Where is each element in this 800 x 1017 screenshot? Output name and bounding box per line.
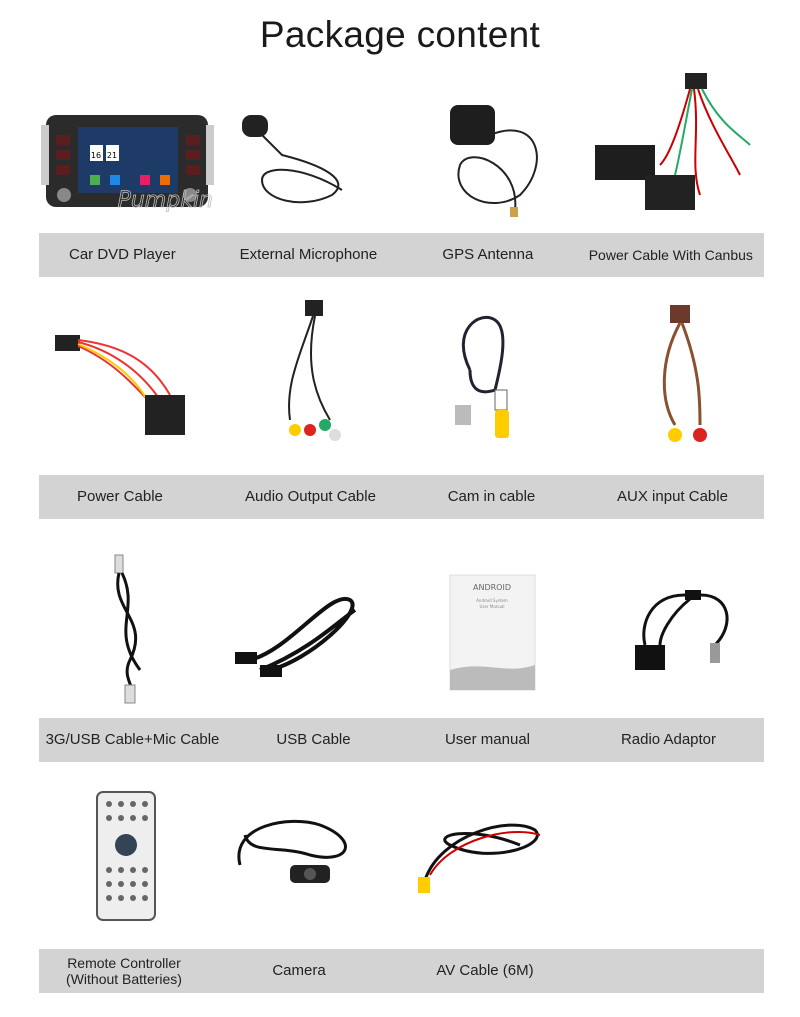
label-user-manual: User manual: [444, 731, 531, 748]
label-usb-cable: USB Cable: [276, 731, 351, 748]
label-power-cable-canbus: Power Cable With Canbus: [588, 247, 753, 263]
av-cable-image: [410, 815, 550, 900]
label-gps-antenna: GPS Antenna: [442, 246, 534, 263]
label-remote-line2: (Without Batteries): [66, 971, 182, 987]
clock-minute: 21: [107, 151, 117, 160]
cam-cable-image: [440, 310, 540, 460]
power-cable-image: [50, 330, 200, 440]
label-radio-adaptor: Radio Adaptor: [620, 731, 717, 748]
label-remote-controller: Remote Controller (Without Batteries): [39, 949, 209, 993]
canbus-cable-image: [590, 65, 760, 225]
watermark: Pumpkin: [118, 188, 213, 213]
usb-cable-image: [230, 580, 370, 690]
label-av-cable: AV Cable (6M): [436, 962, 534, 979]
manual-brand: ANDROID: [473, 583, 511, 592]
label-empty: [581, 949, 762, 993]
aux-cable-image: [640, 300, 730, 460]
label-bar-row-3: 3G/USB Cable+Mic Cable USB Cable User ma…: [39, 718, 764, 762]
label-car-dvd-player: Car DVD Player: [69, 246, 176, 263]
label-bar-row-2: Power Cable Audio Output Cable Cam in ca…: [39, 475, 764, 519]
radio-adaptor-image: [630, 585, 740, 680]
usb-mic-cable-image: [100, 550, 170, 710]
manual-line1: Android System: [476, 598, 508, 603]
label-camera: Camera: [272, 962, 326, 979]
car-dvd-player-image: 16 21 Pumpkin: [38, 95, 218, 220]
label-cam-in-cable: Cam in cable: [447, 488, 536, 505]
page-title: Package content: [259, 14, 541, 55]
audio-cable-image: [255, 295, 355, 460]
manual-line2: User Manual: [480, 604, 505, 609]
label-remote-line1: Remote Controller: [67, 955, 181, 971]
label-bar-row-1: Car DVD Player External Microphone GPS A…: [39, 233, 764, 277]
label-usb-mic-cable: 3G/USB Cable+Mic Cable: [45, 731, 220, 748]
label-audio-output-cable: Audio Output Cable: [245, 488, 376, 505]
remote-controller-image: [95, 790, 157, 922]
label-aux-input-cable: AUX input Cable: [617, 488, 728, 505]
label-power-cable: Power Cable: [77, 488, 163, 505]
label-bar-row-4: Remote Controller (Without Batteries) Ca…: [39, 949, 764, 993]
camera-image: [230, 805, 365, 895]
label-external-microphone: External Microphone: [239, 246, 378, 263]
clock-hour: 16: [91, 151, 101, 160]
gps-antenna-image: [430, 85, 550, 225]
microphone-image: [232, 110, 362, 220]
user-manual-image: ANDROID Android System User Manual: [445, 570, 540, 695]
